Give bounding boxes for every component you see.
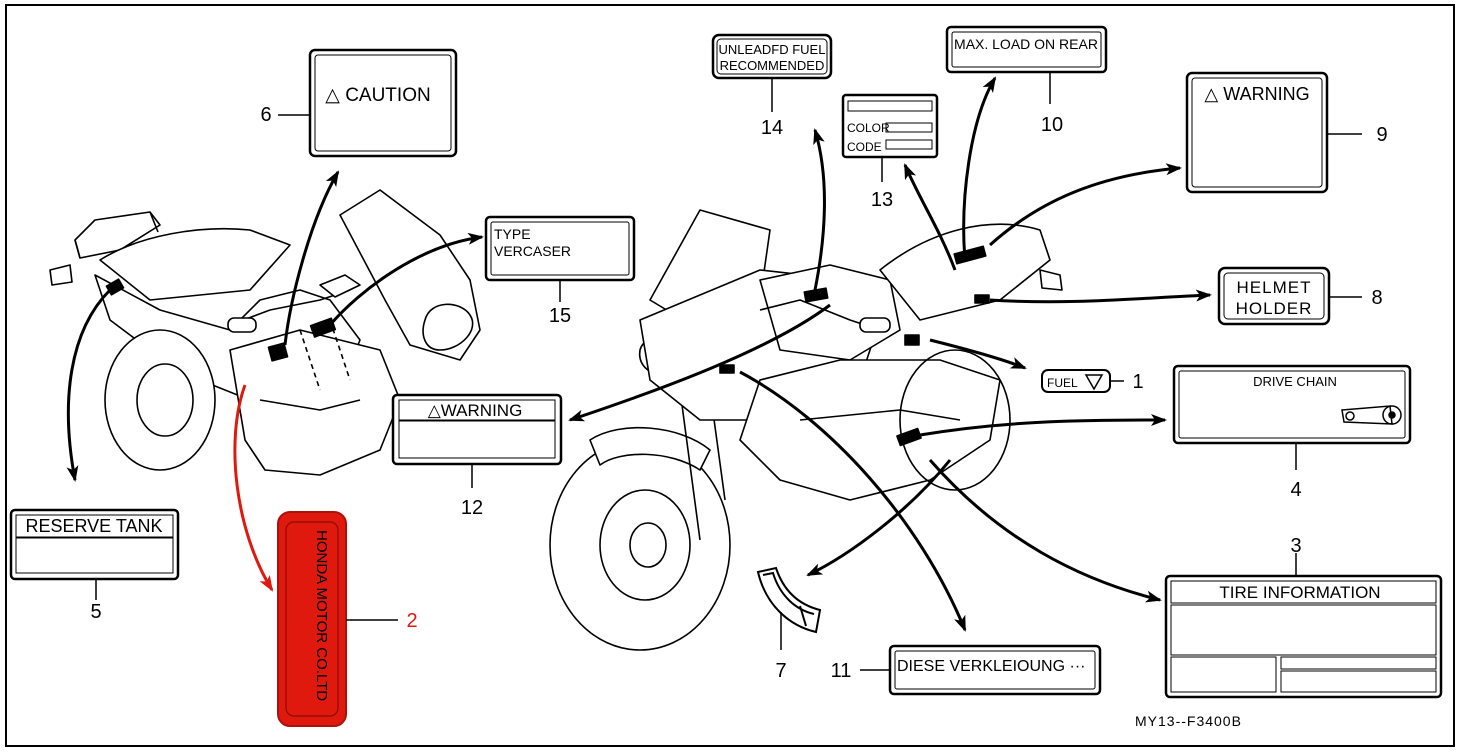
- callout-number-6: 6: [260, 104, 271, 126]
- callout-number-13: 13: [871, 189, 893, 211]
- callout-number-11: 11: [831, 660, 852, 682]
- callout-number-8: 8: [1371, 287, 1382, 309]
- leader-arrows: [66, 76, 1212, 632]
- callout-number-1: 1: [1132, 371, 1143, 393]
- color-code-label-plate: COLOR CODE: [841, 93, 939, 159]
- helmet-line2: HOLDER: [1236, 299, 1313, 318]
- diese-label-plate: DIESE VERKLEIOUNG ···: [888, 644, 1102, 696]
- warning-12-text: △WARNING: [428, 401, 523, 420]
- color-code-line2: CODE: [847, 140, 882, 154]
- diese-text: DIESE VERKLEIOUNG ···: [897, 658, 1085, 675]
- callout-number-2: 2: [406, 610, 417, 632]
- left-motorcycle-drawing: [49, 189, 481, 476]
- unleaded-line1: UNLEADFD FUEL: [719, 42, 826, 57]
- fuel-label-plate: FUEL: [1041, 369, 1111, 393]
- honda-text: HONDA MOTOR CO.LTD: [313, 530, 330, 701]
- color-code-line1: COLOR: [847, 121, 890, 135]
- reserve-tank-text: RESERVE TANK: [25, 516, 162, 536]
- drive-chain-sprocket-icon: [1341, 405, 1402, 425]
- callout-number-5: 5: [90, 601, 101, 623]
- callout-number-10: 10: [1041, 114, 1063, 136]
- tire-info-text: TIRE INFORMATION: [1219, 583, 1380, 602]
- warning-9-text: △ WARNING: [1204, 84, 1309, 104]
- type-line2: VERCASER: [494, 243, 571, 259]
- type-label-plate: TYPE VERCASER: [484, 215, 636, 282]
- caution-label-plate: △ CAUTION: [308, 48, 458, 158]
- rim-tape-label: [756, 566, 822, 634]
- callout-number-12: 12: [461, 497, 483, 519]
- type-line1: TYPE: [494, 226, 531, 242]
- callout-number-4: 4: [1290, 479, 1301, 501]
- callout-number-3: 3: [1290, 535, 1301, 557]
- caution-text: △ CAUTION: [325, 85, 430, 106]
- figure-code: MY13--F3400B: [1135, 713, 1242, 729]
- drive-chain-text: DRIVE CHAIN: [1253, 374, 1337, 389]
- callout-number-9: 9: [1376, 124, 1387, 146]
- callout-number-7: 7: [775, 660, 786, 682]
- drive-chain-label-plate: DRIVE CHAIN: [1172, 364, 1412, 445]
- helmet-line1: HELMET: [1237, 278, 1312, 297]
- max-load-text: MAX. LOAD ON REAR: [954, 36, 1098, 52]
- warning-9-label-plate: △ WARNING: [1185, 71, 1329, 194]
- fuel-triangle-icon: [1084, 374, 1104, 391]
- tire-info-label-plate: TIRE INFORMATION: [1164, 574, 1443, 699]
- callout-number-15: 15: [549, 305, 571, 327]
- unleaded-line2: RECOMMENDED: [720, 58, 825, 73]
- fuel-text: FUEL: [1047, 376, 1078, 390]
- max-load-label-plate: MAX. LOAD ON REAR: [945, 25, 1108, 74]
- outer-border: [5, 4, 1455, 747]
- helmet-holder-label-plate: HELMET HOLDER: [1217, 266, 1331, 326]
- honda-label-plate: HONDA MOTOR CO.LTD: [277, 511, 347, 727]
- unleaded-label-plate: UNLEADFD FUEL RECOMMENDED: [711, 33, 833, 80]
- reserve-tank-label-plate: RESERVE TANK: [9, 508, 180, 581]
- callout-number-14: 14: [761, 117, 783, 139]
- warning-12-label-plate: △WARNING: [391, 393, 563, 466]
- right-motorcycle-drawing: [549, 209, 1063, 651]
